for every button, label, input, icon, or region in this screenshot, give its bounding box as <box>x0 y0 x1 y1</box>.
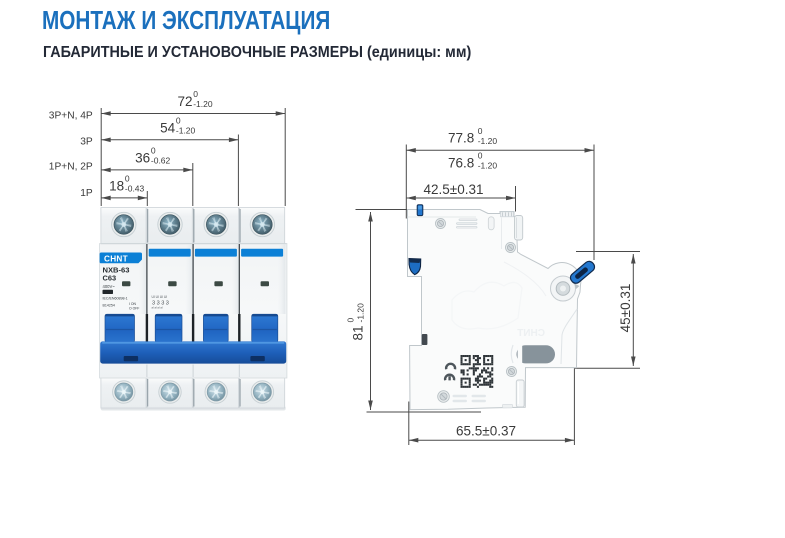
svg-text:CHNT: CHNT <box>517 328 545 339</box>
svg-text:76.8: 76.8 <box>448 155 474 170</box>
svg-text:3P+N, 4P: 3P+N, 4P <box>49 110 93 121</box>
svg-text:3: 3 <box>161 301 164 307</box>
svg-text:3: 3 <box>157 301 160 307</box>
svg-text:CHNT: CHNT <box>104 254 128 263</box>
svg-text:-1.20: -1.20 <box>176 125 196 135</box>
svg-text:65.5±0.37: 65.5±0.37 <box>456 424 516 439</box>
svg-text:0: 0 <box>345 318 355 323</box>
svg-text:0: 0 <box>125 174 130 184</box>
svg-text:72: 72 <box>177 94 192 109</box>
svg-text:3P: 3P <box>80 137 93 148</box>
svg-text:3: 3 <box>166 301 169 307</box>
svg-text:42.5±0.31: 42.5±0.31 <box>424 182 484 197</box>
svg-text:1P: 1P <box>80 188 93 199</box>
svg-text:0: 0 <box>176 115 181 125</box>
svg-text:I ON: I ON <box>129 302 137 306</box>
svg-text:1P+N, 2P: 1P+N, 2P <box>49 162 93 173</box>
svg-text:-0.62: -0.62 <box>151 156 171 166</box>
svg-text:18: 18 <box>109 179 124 194</box>
svg-text:-0.43: -0.43 <box>125 184 145 194</box>
svg-text:400V~: 400V~ <box>103 284 116 289</box>
svg-text:O OFF: O OFF <box>129 307 139 311</box>
svg-text:0: 0 <box>478 126 483 136</box>
svg-text:B14254: B14254 <box>103 303 115 307</box>
svg-text:IEC/EN60898-1: IEC/EN60898-1 <box>103 296 128 300</box>
svg-text:77.8: 77.8 <box>448 131 474 146</box>
svg-text:C63: C63 <box>103 274 117 283</box>
svg-text:81: 81 <box>350 326 365 341</box>
svg-text:54: 54 <box>160 121 176 136</box>
svg-text:al al al al: al al al al <box>152 306 163 310</box>
svg-text:0: 0 <box>478 151 483 161</box>
svg-text:Ul Ul Ul Ul: Ul Ul Ul Ul <box>152 295 168 299</box>
svg-text:-1.20: -1.20 <box>478 161 498 171</box>
svg-text:-1.20: -1.20 <box>478 136 498 146</box>
svg-text:0: 0 <box>193 89 198 99</box>
svg-text:-1.20: -1.20 <box>355 303 365 323</box>
svg-text:3: 3 <box>152 301 155 307</box>
svg-text:0: 0 <box>151 146 156 156</box>
svg-text:NXB-63: NXB-63 <box>103 266 130 275</box>
svg-text:36: 36 <box>135 151 150 166</box>
svg-text:-1.20: -1.20 <box>193 99 213 109</box>
svg-text:45±0.31: 45±0.31 <box>618 284 633 333</box>
